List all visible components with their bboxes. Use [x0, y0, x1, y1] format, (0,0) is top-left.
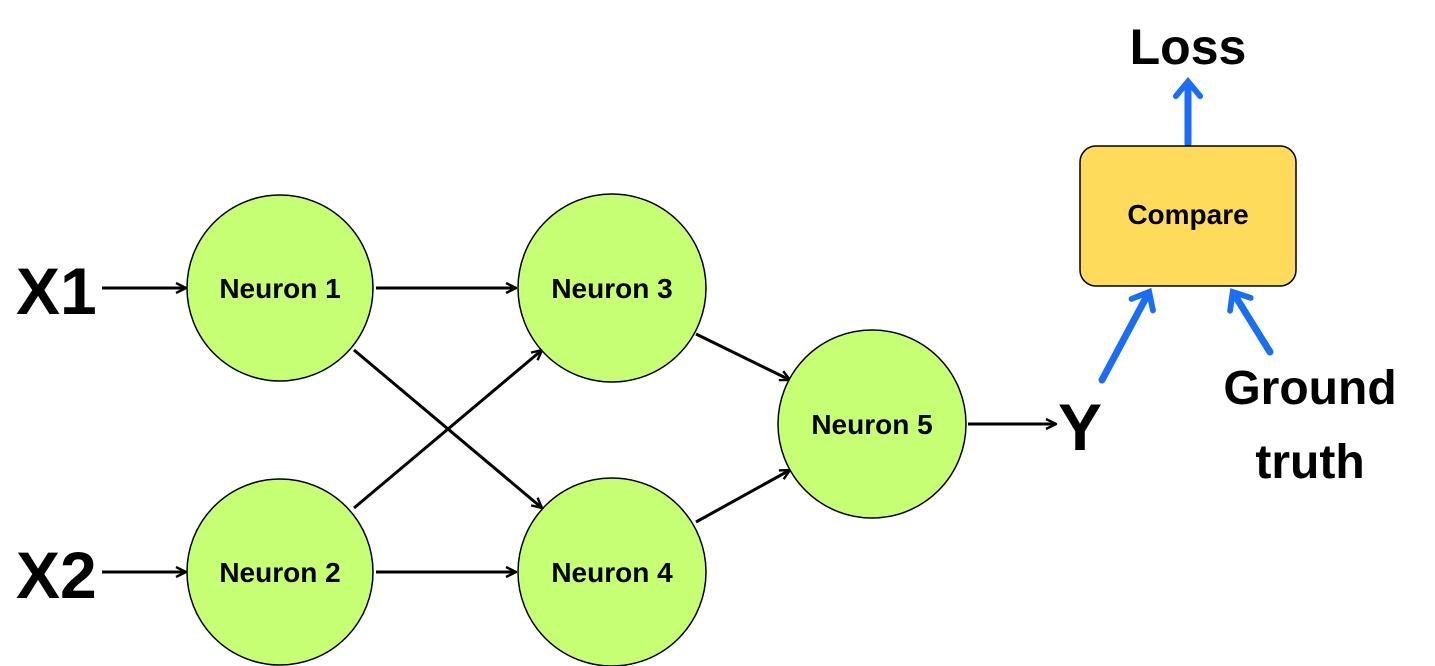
- input-x2-label: X2: [16, 538, 97, 612]
- neuron-2-circle: [186, 478, 374, 666]
- neuron-4-label: Neuron 4: [551, 557, 673, 588]
- neuron-2-label: Neuron 2: [219, 557, 340, 588]
- loss-label: Loss: [1130, 19, 1247, 75]
- neuron-3: Neuron 3: [517, 193, 707, 383]
- neuron-2: Neuron 2: [186, 478, 374, 666]
- neuron-3-label: Neuron 3: [551, 273, 672, 304]
- arrow-n3-to-n5: [695, 332, 790, 382]
- compare-box: Compare: [1079, 145, 1297, 287]
- neuron-4: Neuron 4: [517, 477, 707, 666]
- neuron-3-circle: [517, 193, 707, 383]
- input-x1-label: X1: [16, 254, 97, 328]
- connections: [102, 288, 1056, 572]
- compare-label: Compare: [1127, 199, 1248, 230]
- neuron-1-circle: [186, 194, 374, 382]
- ground-truth-line2: truth: [1255, 436, 1364, 489]
- neuron-4-circle: [517, 477, 707, 666]
- neuron-5: Neuron 5: [777, 329, 967, 519]
- arrow-n4-to-n5: [695, 468, 790, 524]
- compare-rect: [1079, 145, 1297, 287]
- loss-arrows: [1098, 77, 1274, 384]
- arrow-n2-to-n3: [353, 350, 542, 510]
- neuron-5-circle: [777, 329, 967, 519]
- arrow-truth-to-compare: [1227, 288, 1274, 356]
- arrow-y-to-compare: [1098, 287, 1156, 384]
- output-y-label: Y: [1058, 390, 1102, 464]
- neuron-1-label: Neuron 1: [219, 273, 340, 304]
- neuron-5-label: Neuron 5: [811, 409, 932, 440]
- neuron-1: Neuron 1: [186, 194, 374, 382]
- ground-truth-line1: Ground: [1223, 362, 1396, 415]
